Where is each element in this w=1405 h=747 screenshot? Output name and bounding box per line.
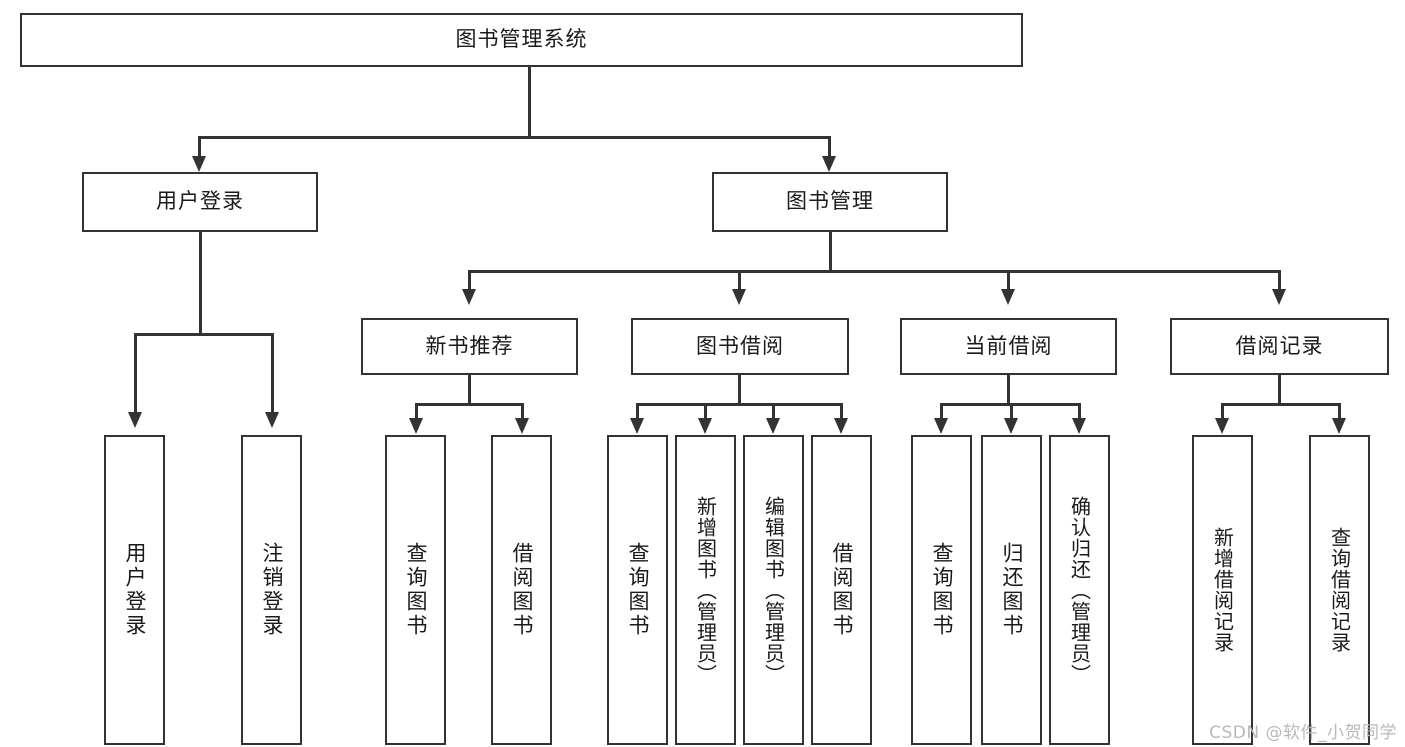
leaf-nbr-borrow-book[interactable]: 借阅图书 bbox=[491, 435, 552, 745]
arrow-cb-to-leaf-1 bbox=[934, 418, 948, 434]
edge-br-to-leaf-2 bbox=[1338, 403, 1341, 420]
edge-cb-to-leaf-2 bbox=[1010, 403, 1013, 420]
arrow-nbr-to-leaf-2 bbox=[515, 418, 529, 434]
edge-user-login-stem bbox=[199, 232, 202, 335]
arrow-br-to-leaf-2 bbox=[1332, 418, 1346, 434]
arrow-user-login-to-leaf-2 bbox=[265, 412, 279, 428]
edge-bb-to-leaf-4 bbox=[840, 403, 843, 420]
leaf-bb-query-book[interactable]: 查询图书 bbox=[607, 435, 668, 745]
arrow-bb-to-leaf-2 bbox=[698, 418, 712, 434]
edge-user-login-bus bbox=[134, 333, 273, 336]
edge-bb-bus bbox=[636, 403, 842, 406]
edge-bb-to-leaf-1 bbox=[636, 403, 639, 420]
node-book-management[interactable]: 图书管理 bbox=[712, 172, 948, 232]
edge-cb-to-leaf-1 bbox=[940, 403, 943, 420]
edge-root-to-book-management bbox=[828, 136, 831, 160]
edge-root-bus bbox=[198, 136, 830, 139]
edge-user-login-to-leaf-1 bbox=[134, 333, 137, 415]
arrow-bb-to-leaf-4 bbox=[834, 418, 848, 434]
leaf-br-add-record[interactable]: 新增借阅记录 bbox=[1192, 435, 1253, 745]
leaf-nbr-query-book[interactable]: 查询图书 bbox=[385, 435, 446, 745]
arrow-cb-to-leaf-3 bbox=[1072, 418, 1086, 434]
arrow-bb-to-leaf-3 bbox=[766, 418, 780, 434]
leaf-bb-borrow-book[interactable]: 借阅图书 bbox=[811, 435, 872, 745]
arrow-br-to-leaf-1 bbox=[1215, 418, 1229, 434]
arrow-bm-to-current-borrow bbox=[1001, 289, 1015, 305]
leaf-user-login[interactable]: 用户登录 bbox=[104, 435, 165, 745]
edge-bm-to-new-book bbox=[468, 270, 471, 292]
node-user-login[interactable]: 用户登录 bbox=[82, 172, 318, 232]
arrow-root-to-user-login bbox=[192, 156, 206, 172]
arrow-root-to-book-management bbox=[822, 156, 836, 172]
edge-bb-to-leaf-3 bbox=[772, 403, 775, 420]
leaf-cb-confirm-return-admin[interactable]: 确认归还（管理员） bbox=[1049, 435, 1110, 745]
node-book-borrow[interactable]: 图书借阅 bbox=[631, 318, 849, 375]
edge-bm-to-book-borrow bbox=[738, 270, 741, 292]
edge-cb-to-leaf-3 bbox=[1078, 403, 1081, 420]
leaf-cb-return-book[interactable]: 归还图书 bbox=[981, 435, 1042, 745]
leaf-bb-edit-book-admin[interactable]: 编辑图书（管理员） bbox=[743, 435, 804, 745]
edge-cb-stem bbox=[1007, 375, 1010, 405]
arrow-nbr-to-leaf-1 bbox=[409, 418, 423, 434]
edge-book-management-bus bbox=[468, 270, 1280, 273]
arrow-user-login-to-leaf-1 bbox=[128, 412, 142, 428]
node-root-book-management-system[interactable]: 图书管理系统 bbox=[20, 13, 1023, 67]
node-borrow-record[interactable]: 借阅记录 bbox=[1170, 318, 1389, 375]
edge-nbr-bus bbox=[415, 403, 523, 406]
watermark-text: CSDN @软件_小贺同学 bbox=[1209, 723, 1397, 743]
arrow-bb-to-leaf-1 bbox=[630, 418, 644, 434]
edge-br-to-leaf-1 bbox=[1221, 403, 1224, 420]
edge-nbr-to-leaf-1 bbox=[415, 403, 418, 420]
edge-bb-stem bbox=[738, 375, 741, 405]
edge-nbr-stem bbox=[468, 375, 471, 405]
edge-br-bus bbox=[1221, 403, 1340, 406]
arrow-bm-to-book-borrow bbox=[732, 289, 746, 305]
edge-bb-to-leaf-2 bbox=[704, 403, 707, 420]
edge-root-to-user-login bbox=[198, 136, 201, 160]
node-new-book-recommend[interactable]: 新书推荐 bbox=[361, 318, 578, 375]
leaf-bb-add-book-admin[interactable]: 新增图书（管理员） bbox=[675, 435, 736, 745]
leaf-user-logout[interactable]: 注销登录 bbox=[241, 435, 302, 745]
leaf-br-query-record[interactable]: 查询借阅记录 bbox=[1309, 435, 1370, 745]
edge-root-stem bbox=[528, 67, 531, 137]
edge-bm-to-borrow-record bbox=[1278, 270, 1281, 292]
node-current-borrow[interactable]: 当前借阅 bbox=[900, 318, 1117, 375]
arrow-bm-to-borrow-record bbox=[1272, 289, 1286, 305]
arrow-cb-to-leaf-2 bbox=[1004, 418, 1018, 434]
edge-user-login-to-leaf-2 bbox=[271, 333, 274, 415]
arrow-bm-to-new-book bbox=[462, 289, 476, 305]
edge-bm-to-current-borrow bbox=[1007, 270, 1010, 292]
edge-nbr-to-leaf-2 bbox=[521, 403, 524, 420]
leaf-cb-query-book[interactable]: 查询图书 bbox=[911, 435, 972, 745]
edge-br-stem bbox=[1278, 375, 1281, 405]
edge-book-management-stem bbox=[829, 232, 832, 272]
